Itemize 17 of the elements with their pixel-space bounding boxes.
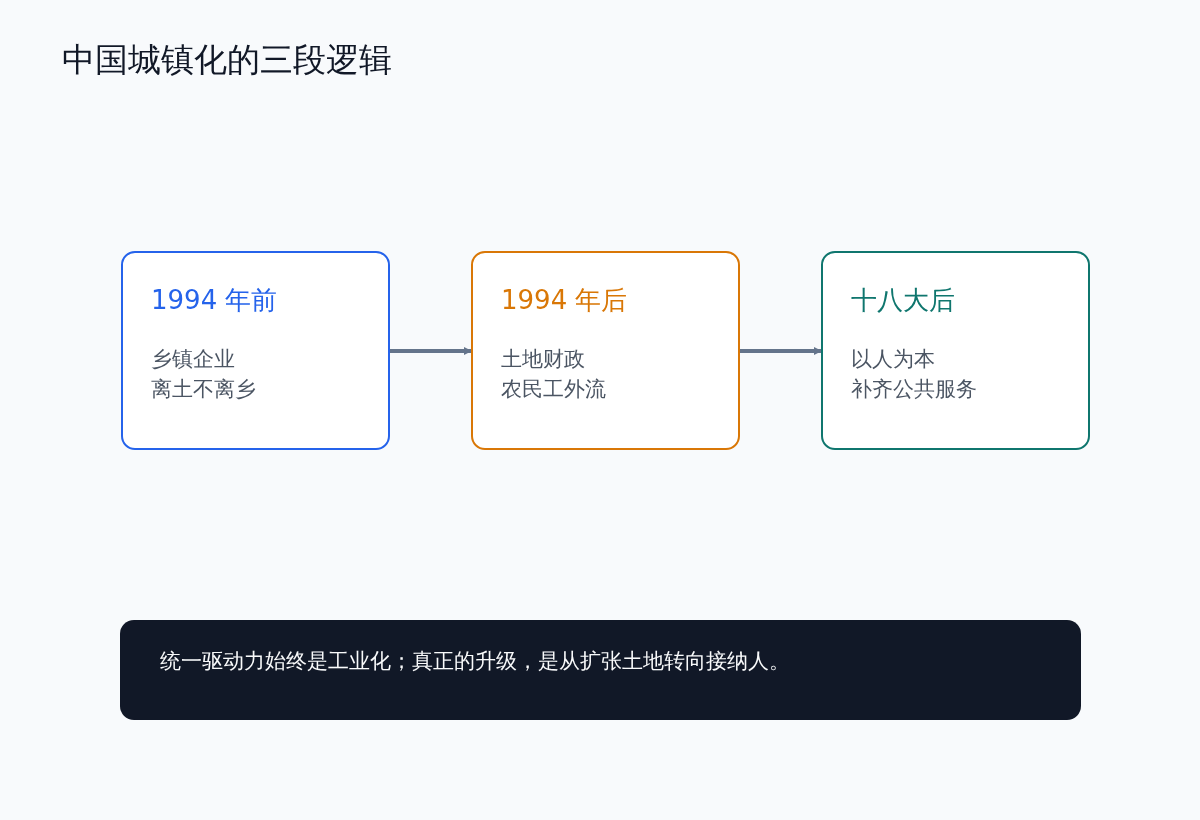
stage-card — [121, 251, 390, 450]
stage-card — [821, 251, 1090, 450]
stage-point: 离土不离乡 — [151, 376, 257, 403]
stage-heading: 1994 年后 — [501, 284, 629, 317]
stage-heading: 1994 年前 — [151, 284, 279, 317]
summary-banner — [120, 620, 1081, 720]
stage-heading: 十八大后 — [851, 284, 956, 317]
stage-card — [471, 251, 740, 450]
summary-text: 统一驱动力始终是工业化；真正的升级，是从扩张土地转向接纳人。 — [160, 648, 791, 675]
stage-point: 农民工外流 — [501, 376, 607, 403]
stage-point: 乡镇企业 — [151, 346, 236, 373]
arrow — [390, 347, 472, 355]
stage-point: 补齐公共服务 — [851, 376, 978, 403]
title: 中国城镇化的三段逻辑 — [62, 39, 392, 81]
stage-point: 以人为本 — [851, 346, 936, 373]
stage-point: 土地财政 — [501, 346, 586, 373]
arrow — [740, 347, 822, 355]
